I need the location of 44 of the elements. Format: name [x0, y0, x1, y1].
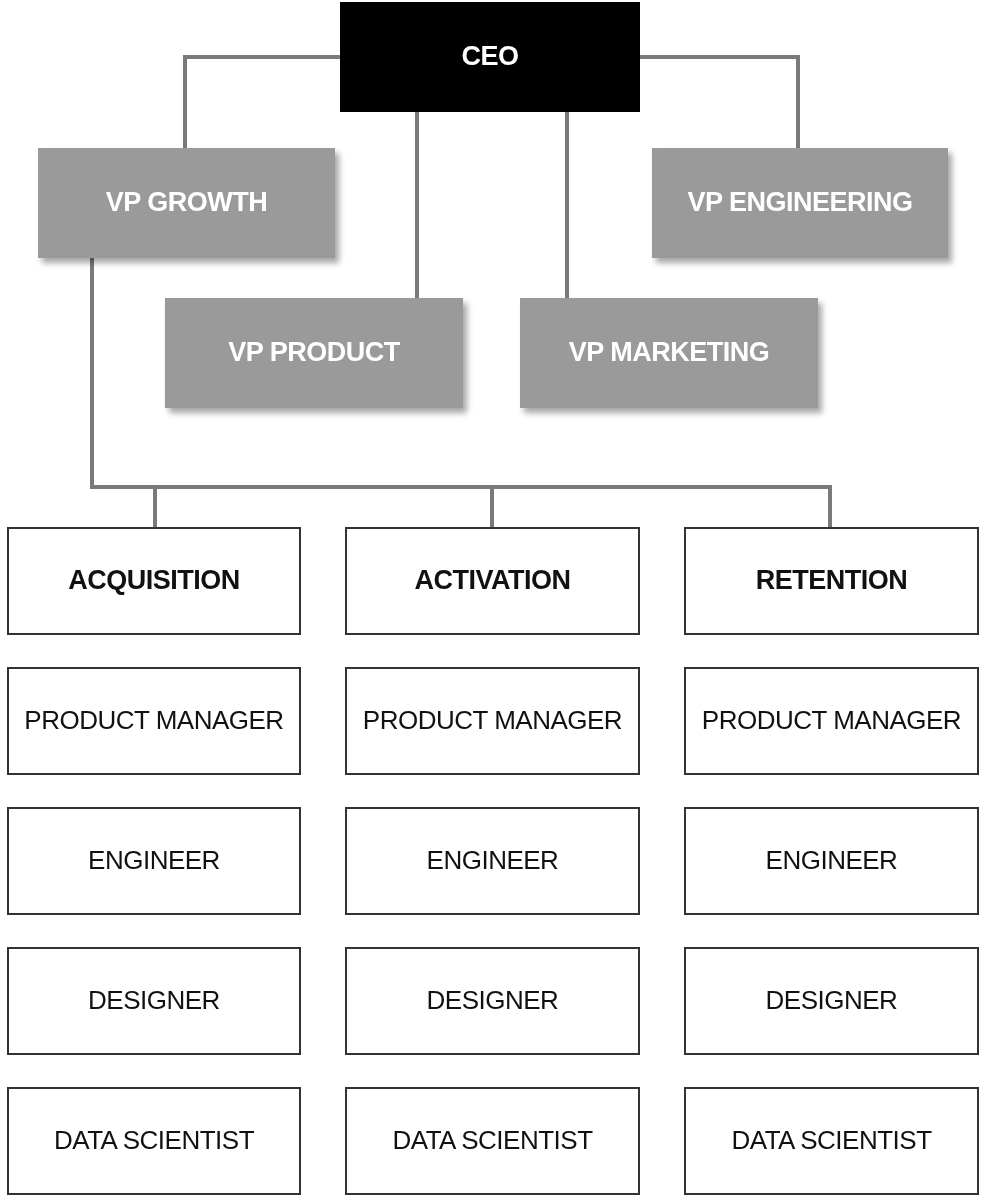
role-box — [165, 298, 463, 408]
team-box — [345, 527, 640, 635]
box-label: DATA SCIENTIST — [392, 1126, 593, 1156]
box-label: CEO — [461, 41, 519, 73]
box-label: VP PRODUCT — [228, 337, 400, 369]
position-box — [7, 1087, 301, 1195]
box-label: VP GROWTH — [105, 187, 268, 219]
box-label: ENGINEER — [765, 846, 898, 876]
box-label: DATA SCIENTIST — [53, 1126, 255, 1156]
position-box — [345, 807, 640, 915]
position-box — [7, 807, 301, 915]
role-box — [340, 2, 640, 112]
position-box — [345, 667, 640, 775]
position-box — [684, 947, 979, 1055]
position-box — [345, 947, 640, 1055]
team-box — [684, 527, 979, 635]
box-label: DESIGNER — [88, 986, 220, 1016]
position-box — [7, 667, 301, 775]
box-label: PRODUCT MANAGER — [701, 706, 962, 736]
role-box — [520, 298, 818, 408]
box-label: VP MARKETING — [568, 337, 770, 369]
position-box — [7, 947, 301, 1055]
connector-line — [183, 55, 340, 148]
box-label: DATA SCIENTIST — [731, 1126, 932, 1156]
box-label: ENGINEER — [426, 846, 559, 876]
connector-line — [640, 55, 800, 148]
box-label: DESIGNER — [765, 986, 898, 1016]
connector-line — [415, 112, 419, 298]
box-label: VP ENGINEERING — [687, 187, 913, 219]
box-label: PRODUCT MANAGER — [24, 706, 284, 736]
position-box — [684, 1087, 979, 1195]
role-box — [652, 148, 948, 258]
box-label: ACTIVATION — [414, 565, 571, 597]
box-label: RETENTION — [755, 565, 908, 597]
box-label: ACQUISITION — [68, 565, 240, 597]
connector-line — [565, 112, 569, 298]
role-box — [38, 148, 335, 258]
box-label: PRODUCT MANAGER — [362, 706, 623, 736]
position-box — [684, 807, 979, 915]
box-label: ENGINEER — [88, 846, 220, 876]
position-box — [345, 1087, 640, 1195]
position-box — [684, 667, 979, 775]
team-box — [7, 527, 301, 635]
box-label: DESIGNER — [426, 986, 559, 1016]
